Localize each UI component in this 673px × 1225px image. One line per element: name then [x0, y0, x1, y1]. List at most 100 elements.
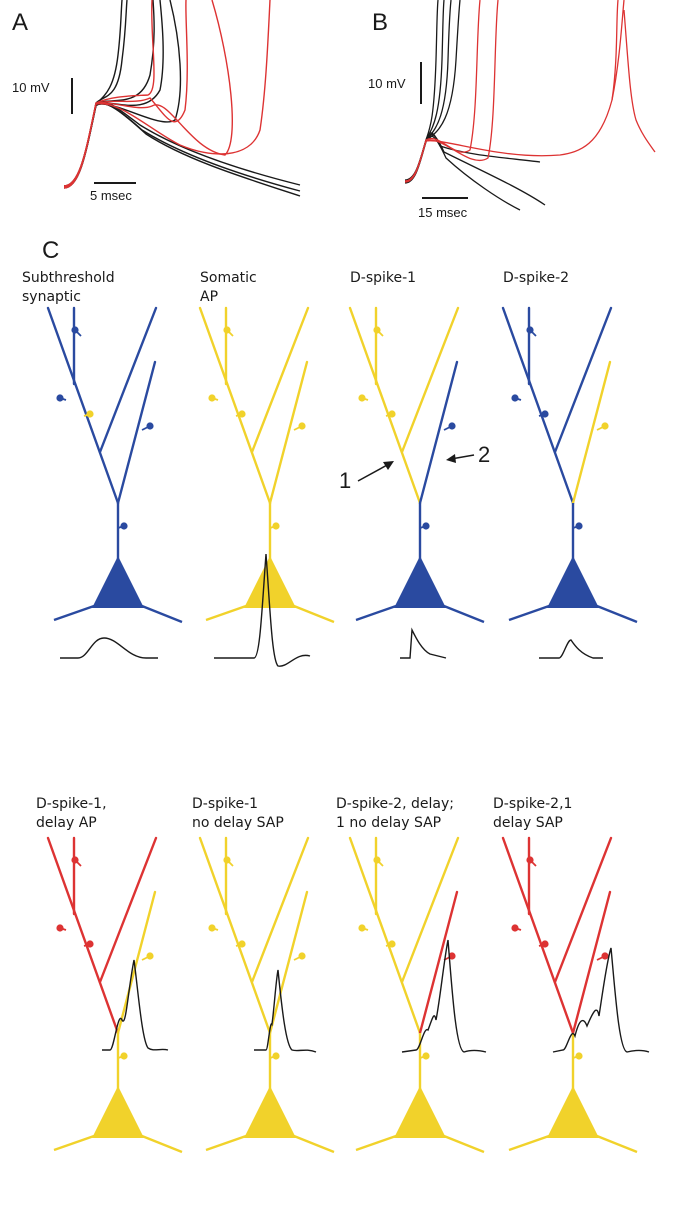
- dendrite-middle: [98, 836, 158, 984]
- basal-dendrite-left: [205, 604, 247, 622]
- panel-a-time-scale-label: 5 msec: [90, 188, 132, 203]
- dendrite-right: [268, 890, 309, 1035]
- panel-b-black-trace: [404, 133, 546, 206]
- dendrite-left: [46, 836, 120, 1035]
- panel-b-black-trace: [404, 0, 461, 183]
- neuron-5: D-spike-1,delay AP: [36, 796, 183, 1154]
- dendrite-middle: [553, 836, 613, 984]
- spine-head: [223, 326, 231, 334]
- dendrite-right: [268, 360, 309, 505]
- neuron-caption-line: no delay SAP: [192, 815, 284, 831]
- dendrite-middle: [553, 306, 613, 454]
- basal-dendrite-right: [443, 1134, 485, 1154]
- panel-a-red-trace: [63, 0, 233, 189]
- spine-head: [272, 1052, 280, 1060]
- spine-head: [422, 1052, 430, 1060]
- panel-b-traces: [404, 0, 656, 211]
- spine-head: [358, 394, 366, 402]
- dendrite-right: [418, 360, 459, 505]
- panel-b-voltage-scale-label: 10 mV: [368, 76, 406, 91]
- soma: [92, 1086, 144, 1138]
- panel-b-red-trace: [404, 0, 619, 183]
- panel-a: A 10 mV 5 msec: [12, 0, 301, 203]
- panel-a-black-trace: [63, 0, 155, 187]
- dendrite-middle: [400, 306, 460, 454]
- neuron-4: D-spike-2: [501, 270, 638, 659]
- spine-head: [575, 522, 583, 530]
- spine-head: [208, 924, 216, 932]
- panel-a-black-trace: [63, 0, 164, 188]
- voltage-trace: [552, 947, 650, 1053]
- dendrite-left: [348, 306, 422, 505]
- panel-b-black-trace: [404, 132, 541, 181]
- basal-dendrite-left: [355, 1134, 397, 1152]
- voltage-trace: [400, 627, 447, 659]
- spine-head: [601, 952, 609, 960]
- basal-dendrite-left: [508, 1134, 550, 1152]
- neuron-caption-line: delay SAP: [493, 815, 563, 831]
- neuron-caption-line: D-spike-1: [350, 270, 416, 286]
- dendrite-middle: [250, 836, 310, 984]
- neuron-caption-line: D-spike-2: [503, 270, 569, 286]
- voltage-trace: [102, 959, 169, 1051]
- dendrite-left: [501, 306, 575, 505]
- neuron-caption-line: 1 no delay SAP: [336, 815, 441, 831]
- neuron-3: D-spike-1: [348, 270, 485, 659]
- panel-a-black-trace: [63, 0, 128, 187]
- dendrite-left: [501, 836, 575, 1035]
- neuron-caption-line: D-spike-2,1: [493, 796, 572, 812]
- spine-head: [56, 394, 64, 402]
- spine-head: [298, 952, 306, 960]
- branch-annotations: 1 2: [339, 442, 490, 493]
- soma: [244, 1086, 296, 1138]
- dendrite-right: [116, 360, 157, 505]
- panel-a-black-trace: [63, 0, 182, 187]
- basal-dendrite-right: [141, 1134, 183, 1154]
- spine-head: [56, 924, 64, 932]
- panel-a-letter: A: [12, 9, 28, 36]
- spine-head: [86, 940, 94, 948]
- spine-head: [511, 394, 519, 402]
- panel-a-voltage-scale-label: 10 mV: [12, 80, 50, 95]
- neuron-6: D-spike-1 no delay SAP: [192, 796, 335, 1154]
- soma: [394, 1086, 446, 1138]
- spine-head: [575, 1052, 583, 1060]
- basal-dendrite-right: [443, 604, 485, 624]
- basal-dendrite-right: [141, 604, 183, 624]
- basal-dendrite-right: [596, 1134, 638, 1154]
- spine-head: [238, 410, 246, 418]
- basal-dendrite-left: [53, 604, 95, 622]
- spine-head: [298, 422, 306, 430]
- neuron-caption-line: delay AP: [36, 815, 97, 831]
- panel-c-letter: C: [42, 237, 59, 264]
- spine-head: [601, 422, 609, 430]
- dendrite-right: [116, 890, 157, 1035]
- dendrite-middle: [400, 836, 460, 984]
- spine-head: [422, 522, 430, 530]
- spine-head: [526, 856, 534, 864]
- voltage-trace: [401, 939, 487, 1053]
- dendrite-left: [348, 836, 422, 1035]
- soma: [547, 556, 599, 608]
- panel-b-red-trace: [611, 0, 656, 153]
- neuron-caption-line: D-spike-2, delay;: [336, 796, 454, 812]
- spine-head: [526, 326, 534, 334]
- neuron-caption-line: Somatic: [200, 270, 257, 286]
- neuron-caption-line: D-spike-1: [192, 796, 258, 812]
- panel-a-red-trace: [63, 0, 271, 187]
- basal-dendrite-right: [293, 604, 335, 624]
- spine-head: [448, 952, 456, 960]
- spine-head: [71, 856, 79, 864]
- dendrite-left: [46, 306, 120, 505]
- soma: [92, 556, 144, 608]
- soma: [547, 1086, 599, 1138]
- spine-head: [146, 422, 154, 430]
- voltage-trace: [539, 639, 603, 659]
- panel-b: B 10 mV 15 msec: [368, 0, 656, 220]
- dendrite-right: [571, 360, 612, 505]
- branch-1-arrowhead: [383, 461, 394, 470]
- neuron-caption-line: synaptic: [22, 289, 81, 305]
